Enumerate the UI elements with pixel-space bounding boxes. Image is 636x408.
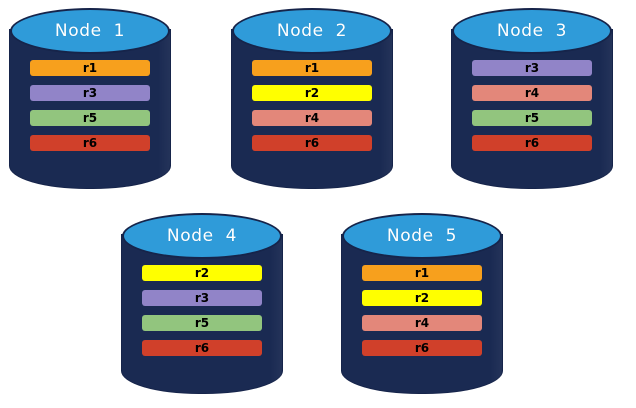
node-title: Node 1 [54,21,126,41]
replica-list: r3 r4 r5 r6 [452,60,612,151]
cylinder-body [232,30,392,188]
node-title: Node 4 [166,226,238,246]
replica-list: r1 r2 r4 r6 [342,265,502,356]
cylinder-body [10,30,170,188]
replica-list: r2 r3 r5 r6 [122,265,282,356]
replica-bar[interactable]: r6 [472,135,592,151]
cylinder-body [122,235,282,393]
node-title: Node 3 [496,21,568,41]
replica-bar[interactable]: r6 [30,135,150,151]
replica-bar[interactable]: r4 [472,85,592,101]
node-title: Node 2 [276,21,348,41]
replica-bar[interactable]: r6 [252,135,372,151]
replica-bar[interactable]: r3 [30,85,150,101]
node-cylinder-3[interactable]: Node 3 r3 r4 r5 r6 [452,8,612,188]
node-cylinder-5[interactable]: Node 5 r1 r2 r4 r6 [342,213,502,393]
replica-bar[interactable]: r3 [472,60,592,76]
node-cylinder-2[interactable]: Node 2 r1 r2 r4 r6 [232,8,392,188]
replica-bar[interactable]: r6 [142,340,262,356]
cylinder-body [452,30,612,188]
cylinder-top-ellipse [10,8,170,54]
replica-bar[interactable]: r5 [142,315,262,331]
replica-bar[interactable]: r1 [252,60,372,76]
replica-bar[interactable]: r3 [142,290,262,306]
replica-bar[interactable]: r2 [362,290,482,306]
replica-bar[interactable]: r2 [142,265,262,281]
node-cylinder-1[interactable]: Node 1 r1 r3 r5 r6 [10,8,170,188]
cylinder-top-ellipse [342,213,502,259]
replica-bar[interactable]: r6 [362,340,482,356]
replica-bar[interactable]: r1 [362,265,482,281]
cylinder-body [342,235,502,393]
replica-bar[interactable]: r5 [472,110,592,126]
replica-list: r1 r2 r4 r6 [232,60,392,151]
cylinder-top-ellipse [232,8,392,54]
node-cylinder-4[interactable]: Node 4 r2 r3 r5 r6 [122,213,282,393]
replica-bar[interactable]: r2 [252,85,372,101]
cylinder-top-ellipse [452,8,612,54]
replica-bar[interactable]: r5 [30,110,150,126]
replica-bar[interactable]: r4 [362,315,482,331]
replica-list: r1 r3 r5 r6 [10,60,170,151]
replica-bar[interactable]: r1 [30,60,150,76]
node-title: Node 5 [386,226,458,246]
cylinder-top-ellipse [122,213,282,259]
replica-bar[interactable]: r4 [252,110,372,126]
